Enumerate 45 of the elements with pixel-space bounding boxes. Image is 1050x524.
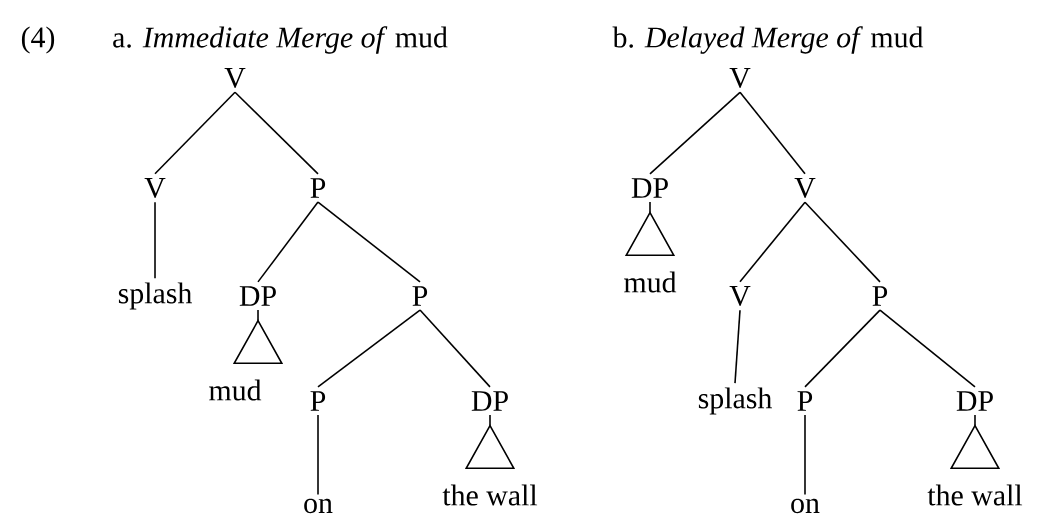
leaf-word: mud: [624, 271, 677, 293]
tree-label: P: [872, 286, 888, 306]
tree-branch: [317, 309, 421, 388]
tree-branch: [489, 414, 491, 427]
tree-label: V: [729, 286, 751, 306]
tree-branch: [317, 414, 319, 496]
tree-label: DP: [631, 178, 668, 198]
tree-branch: [317, 201, 421, 283]
tree-label: P: [310, 178, 326, 198]
tree-branch: [804, 309, 881, 388]
tree-label: V: [144, 178, 166, 198]
tree-branch: [257, 309, 259, 322]
tree-label: V: [729, 68, 751, 88]
tree-branch: [879, 309, 976, 388]
tree-branch: [739, 201, 806, 283]
tree-label: DP: [471, 391, 508, 411]
tree-branch: [804, 414, 806, 496]
tree-label: DP: [956, 391, 993, 411]
tree-branch: [257, 201, 319, 283]
leaf-word: mud: [209, 379, 262, 401]
tree-label: V: [224, 68, 246, 88]
tree-branch: [234, 91, 319, 175]
tree-branch: [649, 91, 741, 175]
tree-label: P: [310, 391, 326, 411]
tree-branch: [154, 201, 156, 279]
tree-label: on: [791, 498, 820, 514]
leaf-word: the wall: [442, 484, 538, 506]
tree-label: DP: [239, 286, 276, 306]
tree-branch: [974, 414, 976, 427]
tree-branch: [154, 91, 236, 175]
tree-label: P: [797, 391, 813, 411]
tree-branch: [804, 201, 881, 283]
tree-heading: a. Immediate Merge of mud: [113, 26, 448, 54]
tree-label: P: [412, 286, 428, 306]
tree-label: splash: [118, 282, 192, 310]
example-number: (4): [21, 26, 55, 54]
tree-label: splash: [698, 387, 772, 415]
tree-branch: [739, 91, 806, 175]
tree-branch: [734, 309, 741, 384]
tree-label: on: [304, 498, 333, 514]
tree-label: V: [794, 178, 816, 198]
leaf-word: the wall: [927, 484, 1023, 506]
tree-branch: [419, 309, 491, 388]
tree-heading: b. Delayed Merge of mud: [612, 26, 924, 54]
tree-branch: [649, 201, 651, 214]
